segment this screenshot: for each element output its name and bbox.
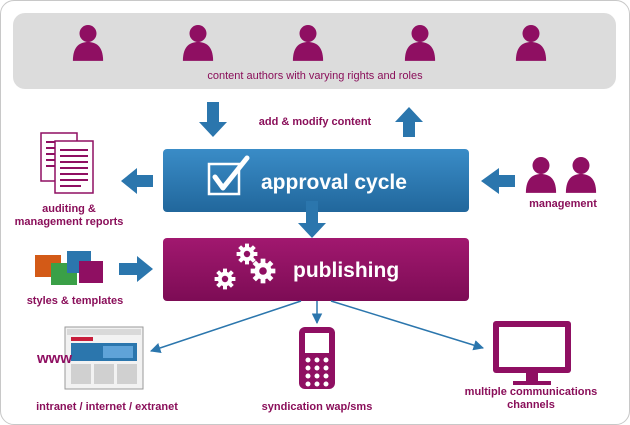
management-label: management <box>529 198 597 210</box>
arrow-up-icon <box>395 107 423 137</box>
www-text: www <box>36 350 72 367</box>
mobile-phone-icon <box>299 327 335 389</box>
approval-cycle-box: approval cycle <box>163 149 469 212</box>
styles-label: styles & templates <box>27 295 124 307</box>
arrow-down-icon <box>199 102 227 137</box>
arrow-down-icon <box>298 201 326 238</box>
arrow-left-icon <box>481 168 515 194</box>
color-squares-icon <box>35 251 103 285</box>
authors-label: content authors with varying rights and … <box>207 70 423 82</box>
add-modify-label: add & modify content <box>259 116 372 128</box>
authors-band: content authors with varying rights and … <box>13 13 616 89</box>
management-node: management <box>525 157 597 210</box>
documents-icon <box>40 132 94 194</box>
publishing-box-title: publishing <box>293 259 399 282</box>
output-connectors <box>150 300 485 353</box>
channels-label-line2: channels <box>507 399 555 411</box>
arrow-right-icon <box>119 256 153 282</box>
web-label: intranet / internet / extranet <box>36 401 178 413</box>
people-icon <box>525 157 597 193</box>
styles-node: styles & templates <box>27 251 124 307</box>
band-arrows: add & modify content <box>199 102 423 137</box>
approval-box-title: approval cycle <box>261 171 407 194</box>
mobile-label: syndication wap/sms <box>262 401 373 413</box>
monitor-icon <box>493 321 571 385</box>
reports-label-line1: auditing & <box>42 203 96 215</box>
website-icon: www <box>36 326 144 390</box>
connector-web <box>150 300 302 353</box>
checkmark-icon <box>207 155 250 196</box>
channels-label-line1: multiple communications <box>465 386 598 398</box>
arrow-left-icon <box>121 168 153 194</box>
reports-label-line2: management reports <box>15 216 124 228</box>
mobile-output: syndication wap/sms <box>262 327 373 413</box>
publishing-box: publishing <box>163 238 469 301</box>
reports-node: auditing & management reports <box>15 132 124 228</box>
web-output: www intranet / internet / extranet <box>36 326 178 413</box>
channels-output: multiple communications channels <box>465 321 598 411</box>
connector-channels <box>330 300 485 351</box>
